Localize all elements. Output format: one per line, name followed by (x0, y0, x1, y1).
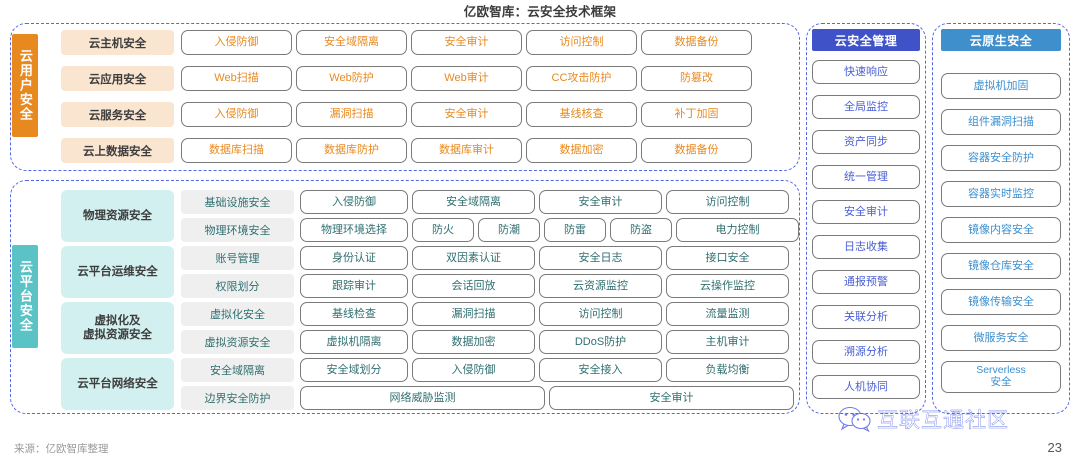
category-云主机安全: 云主机安全 (61, 30, 174, 55)
item-访问控制[interactable]: 访问控制 (526, 30, 637, 55)
item-数据加密[interactable]: 数据加密 (412, 330, 535, 354)
item-基线核查[interactable]: 基线核查 (526, 102, 637, 127)
native-item-微服务安全[interactable]: 微服务安全 (941, 325, 1061, 351)
mgmt-item-通报预警[interactable]: 通报预警 (812, 270, 920, 294)
item-防雷[interactable]: 防雷 (544, 218, 606, 242)
page-title: 亿欧智库：云安全技术框架 (463, 5, 617, 19)
item-数据备份[interactable]: 数据备份 (641, 138, 752, 163)
sublabel-虚拟资源安全: 虚拟资源安全 (181, 330, 294, 354)
sublabel-边界安全防护: 边界安全防护 (181, 386, 294, 410)
item-安全日志[interactable]: 安全日志 (539, 246, 662, 270)
category-虚拟化及虚拟资源安全: 虚拟化及虚拟资源安全 (61, 302, 174, 354)
item-Web防护[interactable]: Web防护 (296, 66, 407, 91)
item-补丁加固[interactable]: 补丁加固 (641, 102, 752, 127)
mgmt-item-日志收集[interactable]: 日志收集 (812, 235, 920, 259)
mgmt-item-溯源分析[interactable]: 溯源分析 (812, 340, 920, 364)
item-跟踪审计[interactable]: 跟踪审计 (300, 274, 408, 298)
item-基线检查[interactable]: 基线检查 (300, 302, 408, 326)
item-虚拟机隔离[interactable]: 虚拟机隔离 (300, 330, 408, 354)
watermark-text: 互联互通社区 (877, 408, 1009, 432)
header-cloud-native-security: 云原生安全 (941, 29, 1061, 51)
native-item-虚拟机加固[interactable]: 虚拟机加固 (941, 73, 1061, 99)
sublabel-安全域隔离: 安全域隔离 (181, 358, 294, 382)
item-防盗[interactable]: 防盗 (610, 218, 672, 242)
item-访问控制[interactable]: 访问控制 (539, 302, 662, 326)
item-安全审计[interactable]: 安全审计 (411, 102, 522, 127)
category-云服务安全: 云服务安全 (61, 102, 174, 127)
category-云平台运维安全: 云平台运维安全 (61, 246, 174, 298)
sublabel-基础设施安全: 基础设施安全 (181, 190, 294, 214)
native-item-组件漏洞扫描[interactable]: 组件漏洞扫描 (941, 109, 1061, 135)
page-number: 23 (1047, 440, 1062, 455)
category-物理资源安全: 物理资源安全 (61, 190, 174, 242)
item-安全接入[interactable]: 安全接入 (539, 358, 662, 382)
mgmt-item-统一管理[interactable]: 统一管理 (812, 165, 920, 189)
item-物理环境选择[interactable]: 物理环境选择 (300, 218, 408, 242)
item-Web审计[interactable]: Web审计 (411, 66, 522, 91)
item-CC攻击防护[interactable]: CC攻击防护 (526, 66, 637, 91)
item-Web扫描[interactable]: Web扫描 (181, 66, 292, 91)
item-网络威胁监测[interactable]: 网络威胁监测 (300, 386, 545, 410)
item-访问控制[interactable]: 访问控制 (666, 190, 789, 214)
mgmt-item-全局监控[interactable]: 全局监控 (812, 95, 920, 119)
item-数据库防护[interactable]: 数据库防护 (296, 138, 407, 163)
category-云上数据安全: 云上数据安全 (61, 138, 174, 163)
item-入侵防御[interactable]: 入侵防御 (181, 102, 292, 127)
sublabel-权限划分: 权限划分 (181, 274, 294, 298)
item-云资源监控[interactable]: 云资源监控 (539, 274, 662, 298)
watermark: 互联互通社区 (838, 402, 1070, 436)
sidelabel-cloud-platform-security: 云平台安全 (12, 245, 38, 348)
item-安全审计[interactable]: 安全审计 (539, 190, 662, 214)
item-数据备份[interactable]: 数据备份 (641, 30, 752, 55)
wechat-icon (838, 406, 871, 432)
item-数据加密[interactable]: 数据加密 (526, 138, 637, 163)
item-防火[interactable]: 防火 (412, 218, 474, 242)
item-入侵防御[interactable]: 入侵防御 (412, 358, 535, 382)
item-安全域划分[interactable]: 安全域划分 (300, 358, 408, 382)
item-数据库审计[interactable]: 数据库审计 (411, 138, 522, 163)
native-item-镜像传输安全[interactable]: 镜像传输安全 (941, 289, 1061, 315)
item-防潮[interactable]: 防潮 (478, 218, 540, 242)
sidelabel-cloud-user-security: 云用户安全 (12, 34, 38, 137)
item-防篡改[interactable]: 防篡改 (641, 66, 752, 91)
item-双因素认证[interactable]: 双因素认证 (412, 246, 535, 270)
native-item-容器实时监控[interactable]: 容器实时监控 (941, 181, 1061, 207)
item-安全域隔离[interactable]: 安全域隔离 (296, 30, 407, 55)
category-云平台网络安全: 云平台网络安全 (61, 358, 174, 410)
source-note: 来源：亿欧智库整理 (14, 443, 109, 455)
mgmt-item-快速响应[interactable]: 快速响应 (812, 60, 920, 84)
item-会话回放[interactable]: 会话回放 (412, 274, 535, 298)
native-item-镜像仓库安全[interactable]: 镜像仓库安全 (941, 253, 1061, 279)
mgmt-item-安全审计[interactable]: 安全审计 (812, 200, 920, 224)
item-安全审计[interactable]: 安全审计 (549, 386, 794, 410)
native-item-镜像内容安全[interactable]: 镜像内容安全 (941, 217, 1061, 243)
item-DDoS防护[interactable]: DDoS防护 (539, 330, 662, 354)
item-负载均衡[interactable]: 负载均衡 (666, 358, 789, 382)
mgmt-item-人机协同[interactable]: 人机协同 (812, 375, 920, 399)
item-漏洞扫描[interactable]: 漏洞扫描 (296, 102, 407, 127)
sublabel-虚拟化安全: 虚拟化安全 (181, 302, 294, 326)
item-数据库扫描[interactable]: 数据库扫描 (181, 138, 292, 163)
native-item-容器安全防护[interactable]: 容器安全防护 (941, 145, 1061, 171)
item-入侵防御[interactable]: 入侵防御 (181, 30, 292, 55)
item-安全审计[interactable]: 安全审计 (411, 30, 522, 55)
item-主机审计[interactable]: 主机审计 (666, 330, 789, 354)
item-安全域隔离[interactable]: 安全域隔离 (412, 190, 535, 214)
item-接口安全[interactable]: 接口安全 (666, 246, 789, 270)
item-电力控制[interactable]: 电力控制 (676, 218, 799, 242)
item-流量监测[interactable]: 流量监测 (666, 302, 789, 326)
mgmt-item-关联分析[interactable]: 关联分析 (812, 305, 920, 329)
category-云应用安全: 云应用安全 (61, 66, 174, 91)
sublabel-账号管理: 账号管理 (181, 246, 294, 270)
header-cloud-security-management: 云安全管理 (812, 29, 920, 51)
item-漏洞扫描[interactable]: 漏洞扫描 (412, 302, 535, 326)
item-入侵防御[interactable]: 入侵防御 (300, 190, 408, 214)
sublabel-物理环境安全: 物理环境安全 (181, 218, 294, 242)
item-身份认证[interactable]: 身份认证 (300, 246, 408, 270)
item-云操作监控[interactable]: 云操作监控 (666, 274, 789, 298)
mgmt-item-资产同步[interactable]: 资产同步 (812, 130, 920, 154)
